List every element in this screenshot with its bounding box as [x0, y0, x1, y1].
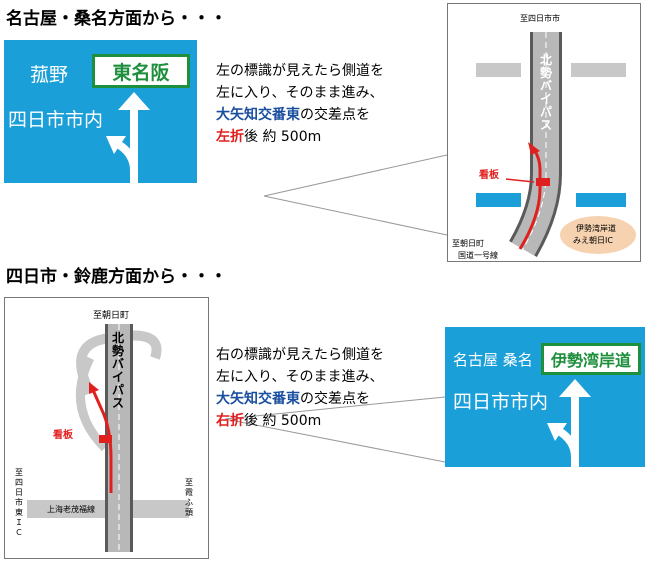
- turn-direction: 左折: [216, 129, 244, 145]
- map-road-name: 北勢バイパス: [540, 53, 553, 132]
- intersection-name: 大矢知交番東: [216, 391, 300, 407]
- bottom-directions: 右の標識が見えたら側道を 左に入り、そのまま進み、 大矢知交番東の交差点を 右折…: [216, 344, 384, 432]
- directions-line: 左に入り、そのまま進み、: [216, 369, 384, 385]
- directions-line: の交差点を: [300, 391, 370, 407]
- directions-line: 右の標識が見えたら側道を: [216, 347, 384, 363]
- map-destination-top: 至四日市市: [520, 14, 560, 23]
- map-destination-bottom: 国道一号線: [458, 251, 498, 260]
- top-section-heading: 名古屋・桑名方面から・・・: [6, 9, 227, 29]
- map-interchange-label: みえ朝日IC: [573, 236, 613, 245]
- bottom-route-map: 至朝日町 北勢バイパス 看板 至四日市東ＩＣ 至霞ふ頭 上海老茂福線: [4, 297, 209, 559]
- top-directions: 左の標識が見えたら側道を 左に入り、そのまま進み、 大矢知交番東の交差点を 左折…: [216, 60, 384, 148]
- bottom-section-heading: 四日市・鈴鹿方面から・・・: [6, 267, 227, 287]
- directions-line: 左に入り、そのまま進み、: [216, 85, 384, 101]
- turn-direction: 右折: [216, 413, 244, 429]
- directions-line: の交差点を: [300, 107, 370, 123]
- directions-distance: 後 約 500m: [244, 413, 322, 429]
- directions-distance: 後 約 500m: [244, 129, 322, 145]
- map-board-label: 看板: [53, 430, 73, 441]
- map-destination-right: 至霞ふ頭: [185, 478, 193, 517]
- top-road-sign: 菰野 東名阪 四日市市内: [4, 40, 197, 183]
- directions-line: 左の標識が見えたら側道を: [216, 63, 384, 79]
- bottom-road-sign: 名古屋 桑名 伊勢湾岸道 四日市市内: [445, 327, 645, 467]
- sign-arrows: [106, 92, 150, 183]
- map-destination-left: 至四日市東ＩＣ: [15, 468, 23, 537]
- sign-arrows: [547, 379, 591, 467]
- sign-place-label: 菰野: [30, 64, 69, 86]
- sign-expressway-box: 伊勢湾岸道: [541, 343, 641, 375]
- map-destination-bottom: 至朝日町: [452, 239, 484, 248]
- map-road-name: 北勢バイパス: [112, 331, 125, 410]
- sign-city-label: 四日市市内: [453, 391, 549, 413]
- sign-place-label: 名古屋 桑名: [453, 351, 533, 369]
- intersection-name: 大矢知交番東: [216, 107, 300, 123]
- sign-city-label: 四日市市内: [8, 109, 104, 131]
- sign-expressway-box: 東名阪: [92, 54, 190, 88]
- map-destination-top: 至朝日町: [93, 311, 130, 321]
- map-interchange-label: 伊勢湾岸道: [576, 224, 616, 233]
- map-board-label: 看板: [479, 170, 499, 181]
- map-cross-road-label: 上海老茂福線: [47, 505, 95, 514]
- top-route-map: 至四日市市 北勢バイパス 看板 伊勢湾岸道 みえ朝日IC 至朝日町 国道一号線: [447, 3, 641, 262]
